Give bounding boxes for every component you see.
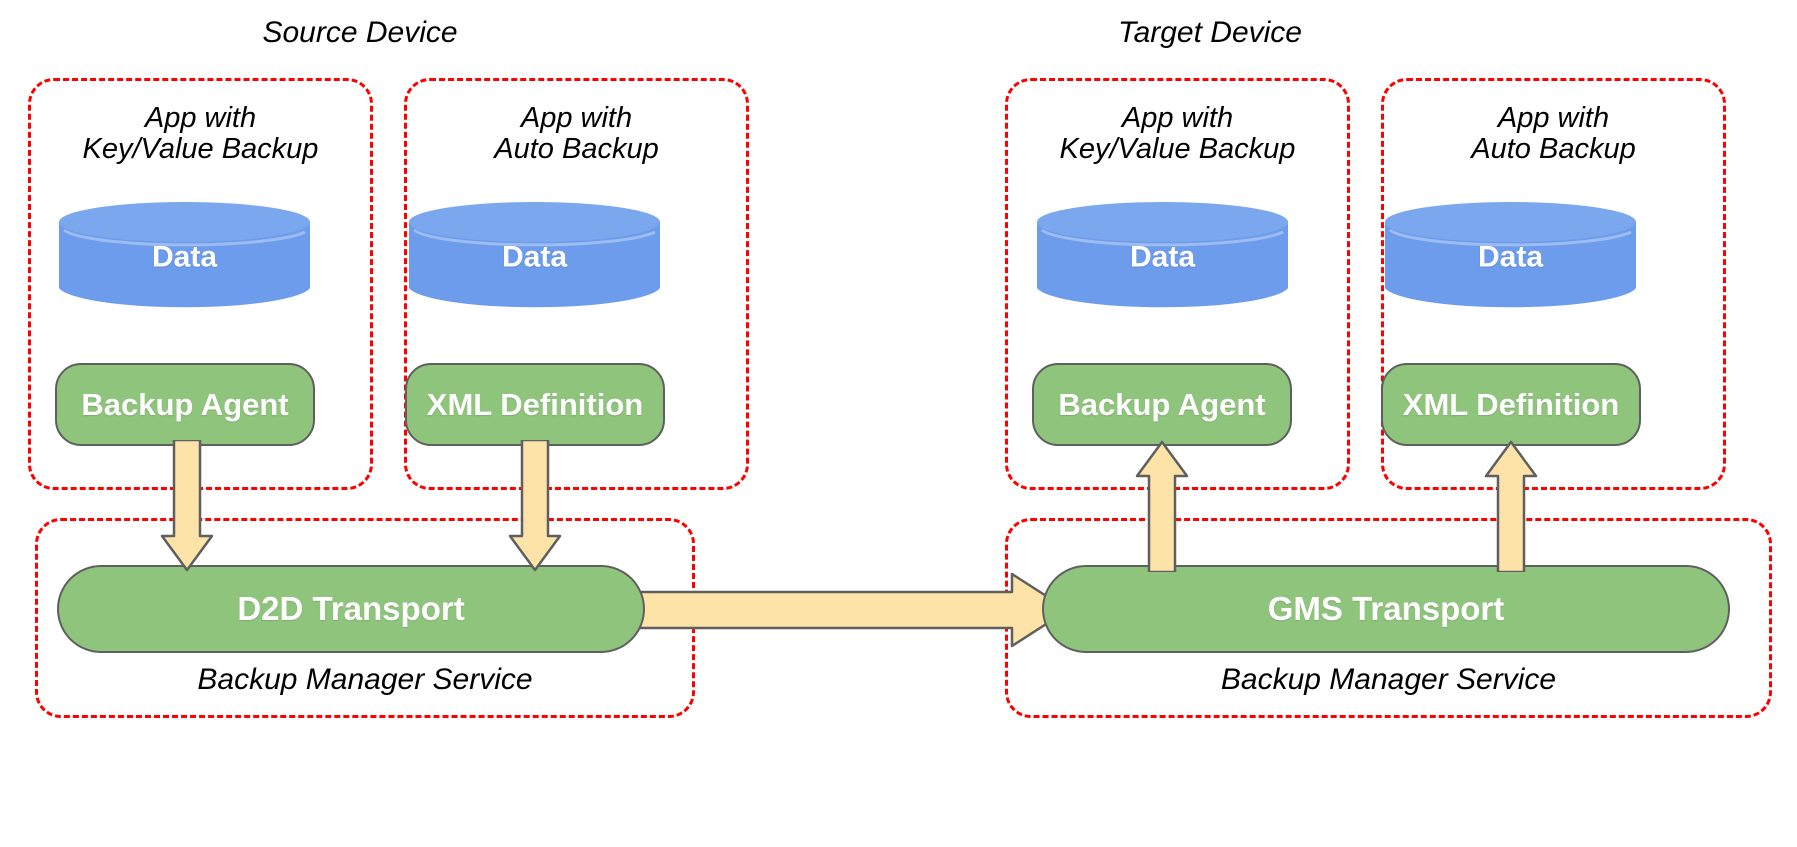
target-app-auto-data-cylinder: Data — [1383, 200, 1638, 310]
target-app-auto-container: App with Auto Backup — [1381, 78, 1726, 490]
source-app-key-value-data-label: Data — [151, 240, 218, 274]
source-backup-agent-component[interactable]: Backup Agent — [55, 363, 315, 446]
source-device-title: Source Device — [262, 16, 458, 49]
source-app-auto-data-label: Data — [501, 240, 568, 274]
source-backup-manager-service-container: Backup Manager Service — [35, 518, 695, 718]
source-backup-manager-service-caption: Backup Manager Service — [197, 663, 533, 696]
source-app-auto-container: App with Auto Backup — [404, 78, 749, 490]
target-device-title: Target Device — [1118, 16, 1302, 49]
d2d-to-gms-transport-arrow — [612, 570, 1072, 650]
caption-line-1: App with — [520, 102, 633, 134]
target-backup-manager-service-caption: Backup Manager Service — [1220, 663, 1557, 696]
caption-line-2: Auto Backup — [1471, 133, 1636, 166]
source-agent-to-d2d-arrow — [160, 440, 214, 572]
gms-to-target-agent-arrow — [1135, 440, 1189, 572]
target-app-key-value-caption: App with Key/Value Backup — [1008, 102, 1347, 166]
target-app-key-value-container: App with Key/Value Backup — [1005, 78, 1350, 490]
target-app-auto-caption: App with Auto Backup — [1384, 102, 1723, 166]
source-app-auto-caption: App with Auto Backup — [407, 102, 746, 166]
source-xml-definition-component[interactable]: XML Definition — [405, 363, 665, 446]
caption-line-1: App with — [144, 102, 257, 134]
d2d-transport-component[interactable]: D2D Transport — [57, 565, 645, 653]
source-app-key-value-data-cylinder: Data — [57, 200, 312, 310]
caption-line-2: Key/Value Backup — [82, 133, 319, 166]
source-app-auto-data-cylinder: Data — [407, 200, 662, 310]
source-xml-to-d2d-arrow — [508, 440, 562, 572]
caption-line-1: App with — [1497, 102, 1610, 134]
caption-line-2: Auto Backup — [494, 133, 659, 166]
target-app-key-value-data-cylinder: Data — [1035, 200, 1290, 310]
caption-line-2: Key/Value Backup — [1059, 133, 1296, 166]
target-app-auto-data-label: Data — [1477, 240, 1544, 274]
target-app-key-value-data-label: Data — [1129, 240, 1196, 274]
caption-line-1: App with — [1121, 102, 1234, 134]
target-backup-agent-component[interactable]: Backup Agent — [1032, 363, 1292, 446]
source-app-key-value-caption: App with Key/Value Backup — [31, 102, 370, 166]
gms-transport-component[interactable]: GMS Transport — [1042, 565, 1730, 653]
target-xml-definition-component[interactable]: XML Definition — [1381, 363, 1641, 446]
gms-to-target-xml-arrow — [1484, 440, 1538, 572]
